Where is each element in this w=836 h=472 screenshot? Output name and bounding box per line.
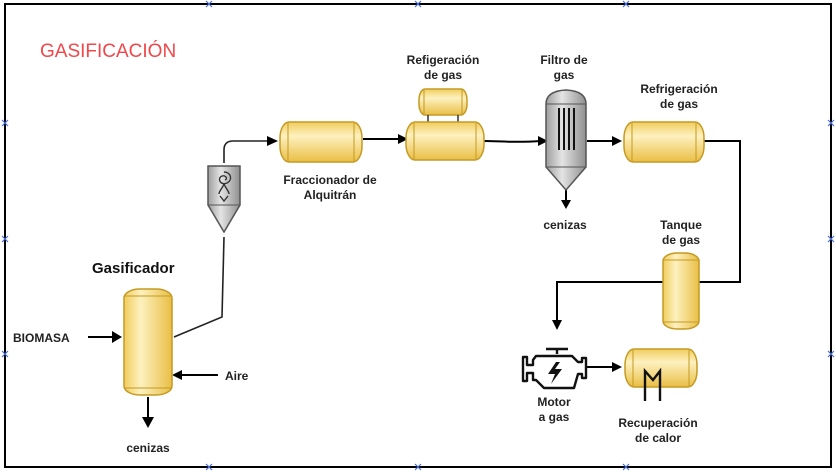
label-refrigeracion2-line2: de gas xyxy=(660,97,698,111)
label-motor-line2: a gas xyxy=(539,410,570,424)
label-motor-line1: Motor xyxy=(537,395,571,409)
diagram-title: GASIFICACIÓN xyxy=(40,40,176,62)
heat-exchanger-coil-icon xyxy=(624,348,698,401)
label-biomasa: BIOMASA xyxy=(13,331,70,345)
label-aire: Aire xyxy=(225,369,249,383)
label-fraccionador-line1: Fraccionador de xyxy=(283,173,377,187)
label-cenizas-filtro: cenizas xyxy=(543,218,587,232)
gas-cooler-1 xyxy=(405,88,485,161)
label-filtro-line1: Filtro de xyxy=(540,53,588,67)
label-refrigeracion2-line1: Refrigeración xyxy=(640,82,717,96)
label-filtro-line2: gas xyxy=(554,68,575,82)
label-tanque-line1: Tanque xyxy=(660,218,702,232)
diagram-frame xyxy=(4,3,832,468)
tar-fractionator-vessel xyxy=(279,121,363,163)
label-tanque-line2: de gas xyxy=(662,233,700,247)
label-recuperacion-line2: de calor xyxy=(635,431,681,445)
label-gasificador: Gasificador xyxy=(92,260,175,277)
gas-cooler-2 xyxy=(623,121,705,163)
label-refrigeracion1-line1: Refigeración xyxy=(407,53,480,67)
process-lines xyxy=(88,134,741,428)
bag-filter-icon xyxy=(545,89,587,192)
gas-engine-icon xyxy=(521,347,588,390)
cyclone-separator-icon xyxy=(207,165,241,234)
label-fraccionador-line2: Alquitrán xyxy=(304,188,357,202)
gas-tank-vessel xyxy=(662,252,700,330)
label-refrigeracion1-line2: de gas xyxy=(424,68,462,82)
label-cenizas-gasificador: cenizas xyxy=(126,441,170,455)
gasifier-vessel xyxy=(123,288,173,396)
label-recuperacion-line1: Recuperación xyxy=(618,416,697,430)
